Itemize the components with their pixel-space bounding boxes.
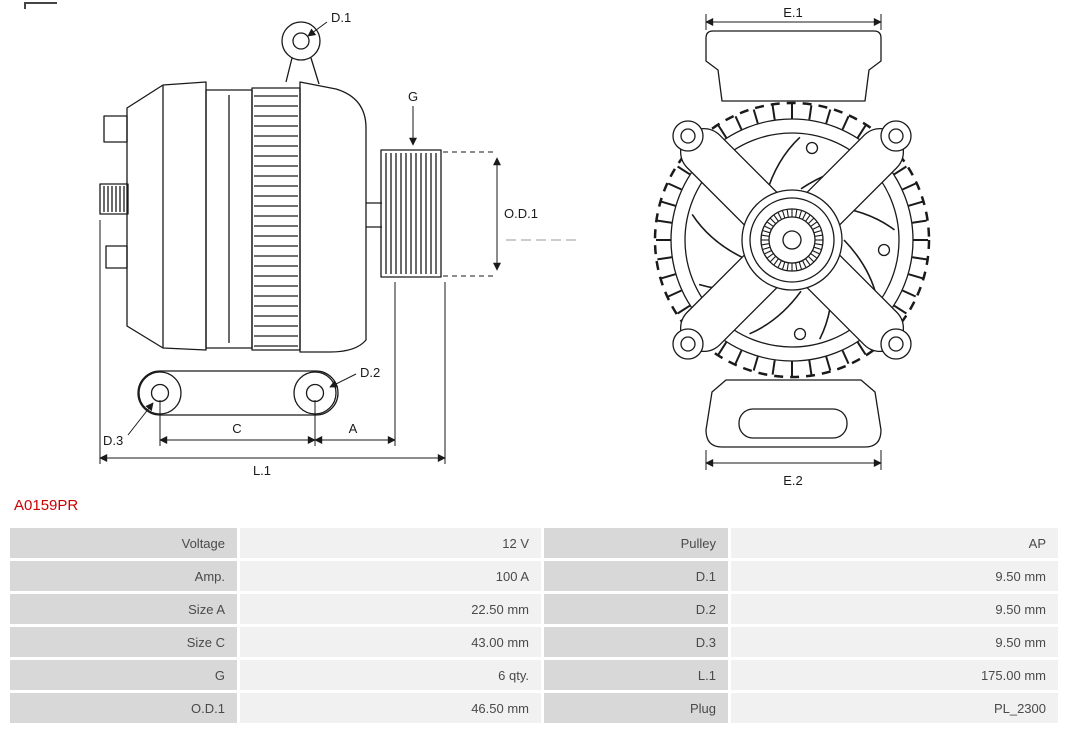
dim-label-od1: O.D.1 — [504, 206, 538, 221]
spec-label: Size C — [10, 627, 237, 657]
spec-value: 9.50 mm — [731, 627, 1058, 657]
side-view-dimensions — [99, 21, 580, 464]
spec-label: Voltage — [10, 528, 237, 558]
connector-block — [99, 183, 129, 215]
spec-label: L.1 — [544, 660, 728, 690]
stator-ring-outer — [653, 101, 931, 379]
spec-label: G — [10, 660, 237, 690]
alternator-side-view — [99, 21, 442, 416]
bolt-ear — [880, 328, 912, 360]
spec-table: Voltage 12 V Pulley AP Amp. 100 A D.1 9.… — [10, 528, 1058, 723]
spec-value: 175.00 mm — [731, 660, 1058, 690]
top-bracket — [705, 30, 882, 102]
pulley — [380, 149, 442, 278]
bolt-ear — [880, 120, 912, 152]
rib-section — [251, 87, 301, 351]
bolt-ear — [672, 328, 704, 360]
spec-value: 43.00 mm — [240, 627, 541, 657]
mounting-bar — [137, 370, 339, 416]
terminal-block — [103, 115, 128, 143]
shaft-hole — [782, 230, 802, 250]
top-lug-outline — [281, 21, 321, 61]
spec-label: D.1 — [544, 561, 728, 591]
spec-value: 22.50 mm — [240, 594, 541, 624]
spec-value: 9.50 mm — [731, 594, 1058, 624]
spec-label: Plug — [544, 693, 728, 723]
dim-label-c: C — [232, 421, 241, 436]
spec-label: Amp. — [10, 561, 237, 591]
spec-value: 6 qty. — [240, 660, 541, 690]
rear-housing — [126, 81, 207, 351]
spec-label: D.2 — [544, 594, 728, 624]
spec-value: 12 V — [240, 528, 541, 558]
spec-value: AP — [731, 528, 1058, 558]
alternator-front-view — [653, 30, 931, 448]
bottom-bracket-slot — [738, 408, 848, 439]
spec-value: PL_2300 — [731, 693, 1058, 723]
dim-label-d2: D.2 — [360, 365, 380, 380]
front-housing — [299, 81, 367, 353]
page-artifact — [24, 2, 57, 9]
stator-ring-inner — [670, 118, 914, 362]
dim-label-e1: E.1 — [783, 5, 803, 20]
spec-label: Pulley — [544, 528, 728, 558]
part-number: A0159PR — [14, 497, 79, 514]
dim-label-e2: E.2 — [783, 473, 803, 488]
dim-label-d1: D.1 — [331, 10, 351, 25]
spec-label: Size A — [10, 594, 237, 624]
bolt-ear — [672, 120, 704, 152]
hub-knurl — [761, 209, 823, 271]
dim-label-d3: D.3 — [103, 433, 123, 448]
spec-label: O.D.1 — [10, 693, 237, 723]
front-view-dimensions — [705, 14, 882, 470]
top-lug-hole — [292, 32, 310, 50]
spec-label: D.3 — [544, 627, 728, 657]
dim-label-a: A — [349, 421, 358, 436]
technical-drawings: D.1 G O.D.1 D.2 D.3 C A L.1 E.1 E.2 — [24, 2, 931, 488]
dim-label-l1: L.1 — [253, 463, 271, 478]
dim-label-g: G — [408, 89, 418, 104]
spec-value: 100 A — [240, 561, 541, 591]
stator-fins — [656, 104, 928, 376]
pulley-hub — [741, 189, 843, 291]
spec-value: 9.50 mm — [731, 561, 1058, 591]
spec-value: 46.50 mm — [240, 693, 541, 723]
